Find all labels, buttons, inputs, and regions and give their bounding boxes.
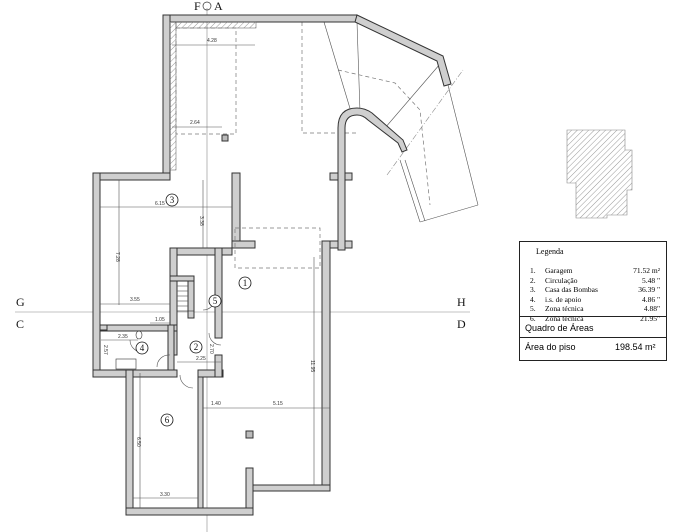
svg-text:2: 2 xyxy=(194,342,199,352)
wall-segment xyxy=(162,14,358,23)
svg-text:1: 1 xyxy=(243,278,248,288)
areas-table-title: Quadro de Áreas xyxy=(520,316,666,338)
svg-text:7.28: 7.28 xyxy=(114,252,120,262)
legend-title: Legenda xyxy=(536,247,564,256)
svg-text:6.50: 6.50 xyxy=(135,437,141,447)
floor-area-label: Área do piso xyxy=(525,342,576,352)
wall-segment xyxy=(197,369,204,509)
room-number-2: 2 xyxy=(189,340,203,354)
insulation-strip xyxy=(175,21,257,29)
dimension-lines xyxy=(100,44,330,508)
site-plan-inset xyxy=(566,129,633,219)
wall-segment xyxy=(125,507,254,516)
room-numbers: 1 2 3 4 5 6 xyxy=(135,193,252,427)
svg-text:2.64: 2.64 xyxy=(190,120,200,126)
svg-text:3.38: 3.38 xyxy=(198,216,204,226)
dimension-labels: 4.28 2.64 6.15 3.38 7.28 3.55 1.05 2.35 … xyxy=(102,38,315,498)
sink-icon xyxy=(115,358,137,370)
staircase xyxy=(176,280,195,312)
dashed-zone xyxy=(175,27,237,135)
wall-segment xyxy=(231,240,256,249)
ramp xyxy=(301,21,479,223)
wall-segment xyxy=(169,275,195,282)
wall-segment xyxy=(125,369,134,516)
room-number-6: 6 xyxy=(160,413,174,427)
room-number-1: 1 xyxy=(238,276,252,290)
svg-text:2.70: 2.70 xyxy=(208,344,214,354)
room-number-4: 4 xyxy=(135,341,149,355)
svg-text:5: 5 xyxy=(213,296,218,306)
svg-text:3.55: 3.55 xyxy=(130,297,140,303)
svg-text:6.15: 6.15 xyxy=(155,201,165,207)
wall-segment xyxy=(252,484,331,492)
svg-text:1.05: 1.05 xyxy=(155,317,165,323)
dashed-zone xyxy=(234,227,321,269)
wall-segment xyxy=(92,369,178,378)
column-marker xyxy=(221,134,229,142)
svg-text:2.57: 2.57 xyxy=(102,345,108,355)
svg-text:2.25: 2.25 xyxy=(196,356,206,362)
svg-text:4.28: 4.28 xyxy=(207,38,217,44)
ramp-outer-wall xyxy=(354,14,452,87)
wall-segment xyxy=(231,172,241,249)
svg-text:6: 6 xyxy=(165,415,170,425)
svg-text:11.95: 11.95 xyxy=(309,360,315,372)
wall-segment xyxy=(197,369,224,378)
wall-segment xyxy=(321,240,331,491)
svg-text:2.35: 2.35 xyxy=(118,334,128,340)
wall-segment xyxy=(162,14,171,181)
room-number-3: 3 xyxy=(165,193,179,207)
svg-text:1.40: 1.40 xyxy=(211,401,221,407)
wall-segment xyxy=(99,324,178,332)
wall-segment xyxy=(169,247,233,256)
svg-text:5.15: 5.15 xyxy=(273,401,283,407)
toilet-icon xyxy=(135,330,143,340)
svg-text:3.30: 3.30 xyxy=(160,492,170,498)
walls xyxy=(92,14,358,516)
wall-segment xyxy=(92,172,101,378)
floor-area-value: 198.54 m² xyxy=(615,342,656,352)
axis-label-g: G xyxy=(16,295,25,309)
axis-label-h: H xyxy=(457,295,466,309)
room-number-5: 5 xyxy=(208,294,222,308)
axis-label-c: C xyxy=(16,317,24,331)
axis-label-d: D xyxy=(457,317,466,331)
svg-text:3: 3 xyxy=(170,195,175,205)
wall-segment xyxy=(214,247,223,339)
axis-marker-icon xyxy=(202,1,212,11)
wall-segment xyxy=(214,354,223,378)
wall-segment xyxy=(92,172,171,181)
insulation-strip xyxy=(169,21,177,171)
axis-label-f: F xyxy=(194,0,201,13)
wall-segment xyxy=(187,275,195,319)
wall-segment xyxy=(167,324,175,371)
axis-label-a: A xyxy=(214,0,223,13)
column-marker xyxy=(245,430,254,439)
ramp-curved-wall xyxy=(337,107,408,251)
svg-text:4: 4 xyxy=(140,343,145,353)
wall-segment xyxy=(99,324,108,331)
